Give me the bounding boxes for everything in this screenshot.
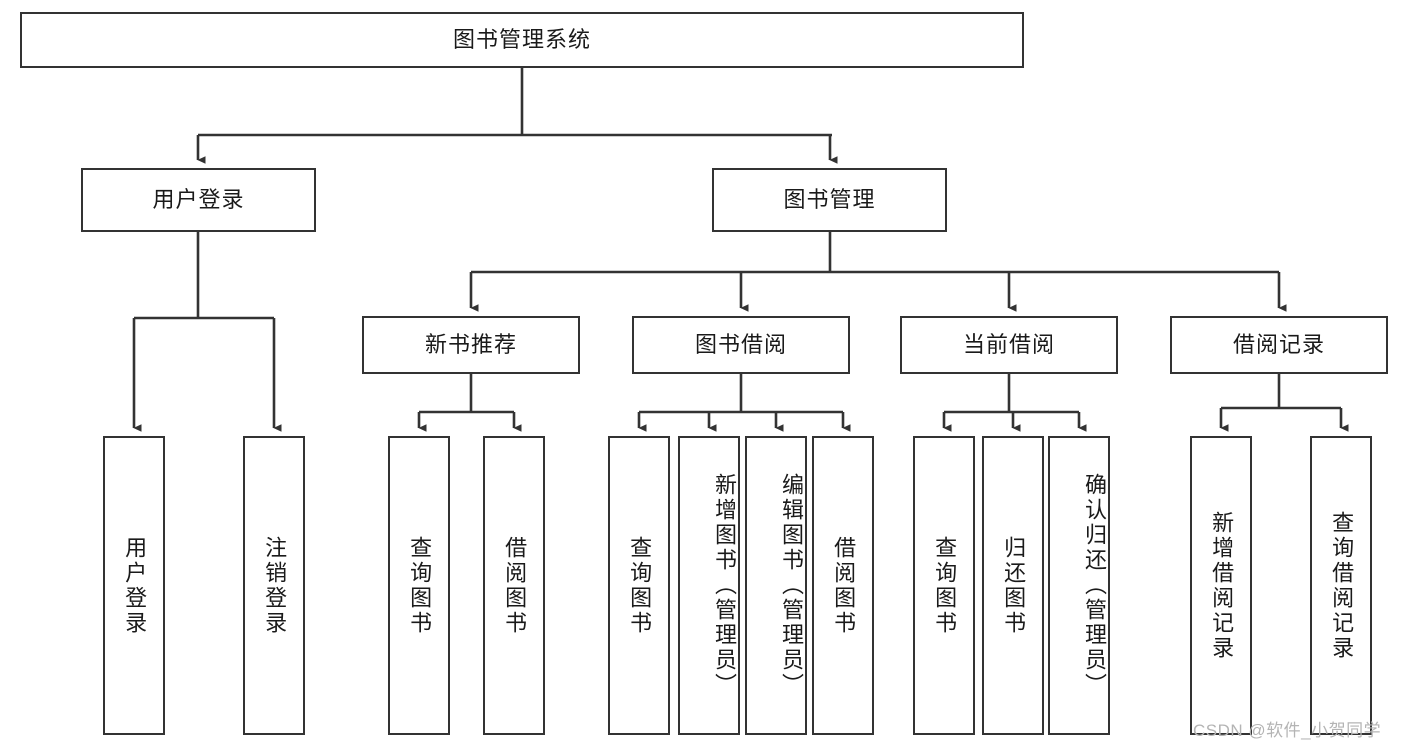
- node-root-label: 图书管理系统: [452, 26, 591, 52]
- node-book-borrow-label: 图书借阅: [694, 331, 787, 357]
- node-leaf-add-book-admin-label: 新增图书（管理员）: [712, 473, 737, 698]
- node-borrow-record[interactable]: 借阅记录: [1170, 316, 1388, 374]
- node-current-borrow[interactable]: 当前借阅: [900, 316, 1118, 374]
- node-leaf-return-book-label: 归还图书: [1001, 535, 1027, 636]
- node-leaf-borrow-book-new-label: 借阅图书: [502, 535, 528, 636]
- node-user-login[interactable]: 用户登录: [81, 168, 316, 232]
- node-leaf-edit-book-admin[interactable]: 编辑图书（管理员）: [745, 436, 807, 735]
- node-leaf-query-borrow-record[interactable]: 查询借阅记录: [1310, 436, 1372, 735]
- watermark: CSDN @软件_小贺同学: [1193, 721, 1382, 740]
- node-new-book-recommend-label: 新书推荐: [424, 331, 517, 357]
- node-leaf-user-login[interactable]: 用户登录: [103, 436, 165, 735]
- node-leaf-add-borrow-record[interactable]: 新增借阅记录: [1190, 436, 1252, 735]
- node-leaf-confirm-return-admin[interactable]: 确认归还（管理员）: [1048, 436, 1110, 735]
- node-leaf-lend-book[interactable]: 借阅图书: [812, 436, 874, 735]
- node-leaf-add-book-admin[interactable]: 新增图书（管理员）: [678, 436, 740, 735]
- node-leaf-query-book[interactable]: 查询图书: [608, 436, 670, 735]
- node-leaf-confirm-return-admin-label: 确认归还（管理员）: [1082, 473, 1107, 698]
- node-leaf-logout-label: 注销登录: [262, 535, 288, 636]
- node-book-management[interactable]: 图书管理: [712, 168, 947, 232]
- node-leaf-query-book-label: 查询图书: [627, 535, 653, 636]
- node-user-login-label: 用户登录: [152, 186, 245, 212]
- node-leaf-logout[interactable]: 注销登录: [243, 436, 305, 735]
- node-root[interactable]: 图书管理系统: [20, 12, 1024, 68]
- node-book-management-label: 图书管理: [783, 186, 876, 212]
- node-borrow-record-label: 借阅记录: [1232, 331, 1325, 357]
- node-book-borrow[interactable]: 图书借阅: [632, 316, 850, 374]
- node-leaf-query-book-new[interactable]: 查询图书: [388, 436, 450, 735]
- node-leaf-edit-book-admin-label: 编辑图书（管理员）: [779, 473, 804, 698]
- node-leaf-query-book-new-label: 查询图书: [407, 535, 433, 636]
- node-leaf-query-book-current-label: 查询图书: [932, 535, 958, 636]
- node-leaf-return-book[interactable]: 归还图书: [982, 436, 1044, 735]
- node-leaf-query-book-current[interactable]: 查询图书: [913, 436, 975, 735]
- node-leaf-query-borrow-record-label: 查询借阅记录: [1329, 510, 1355, 661]
- node-leaf-user-login-label: 用户登录: [122, 535, 148, 636]
- node-leaf-lend-book-label: 借阅图书: [831, 535, 857, 636]
- node-leaf-add-borrow-record-label: 新增借阅记录: [1209, 510, 1235, 661]
- node-leaf-borrow-book-new[interactable]: 借阅图书: [483, 436, 545, 735]
- node-current-borrow-label: 当前借阅: [962, 331, 1055, 357]
- node-new-book-recommend[interactable]: 新书推荐: [362, 316, 580, 374]
